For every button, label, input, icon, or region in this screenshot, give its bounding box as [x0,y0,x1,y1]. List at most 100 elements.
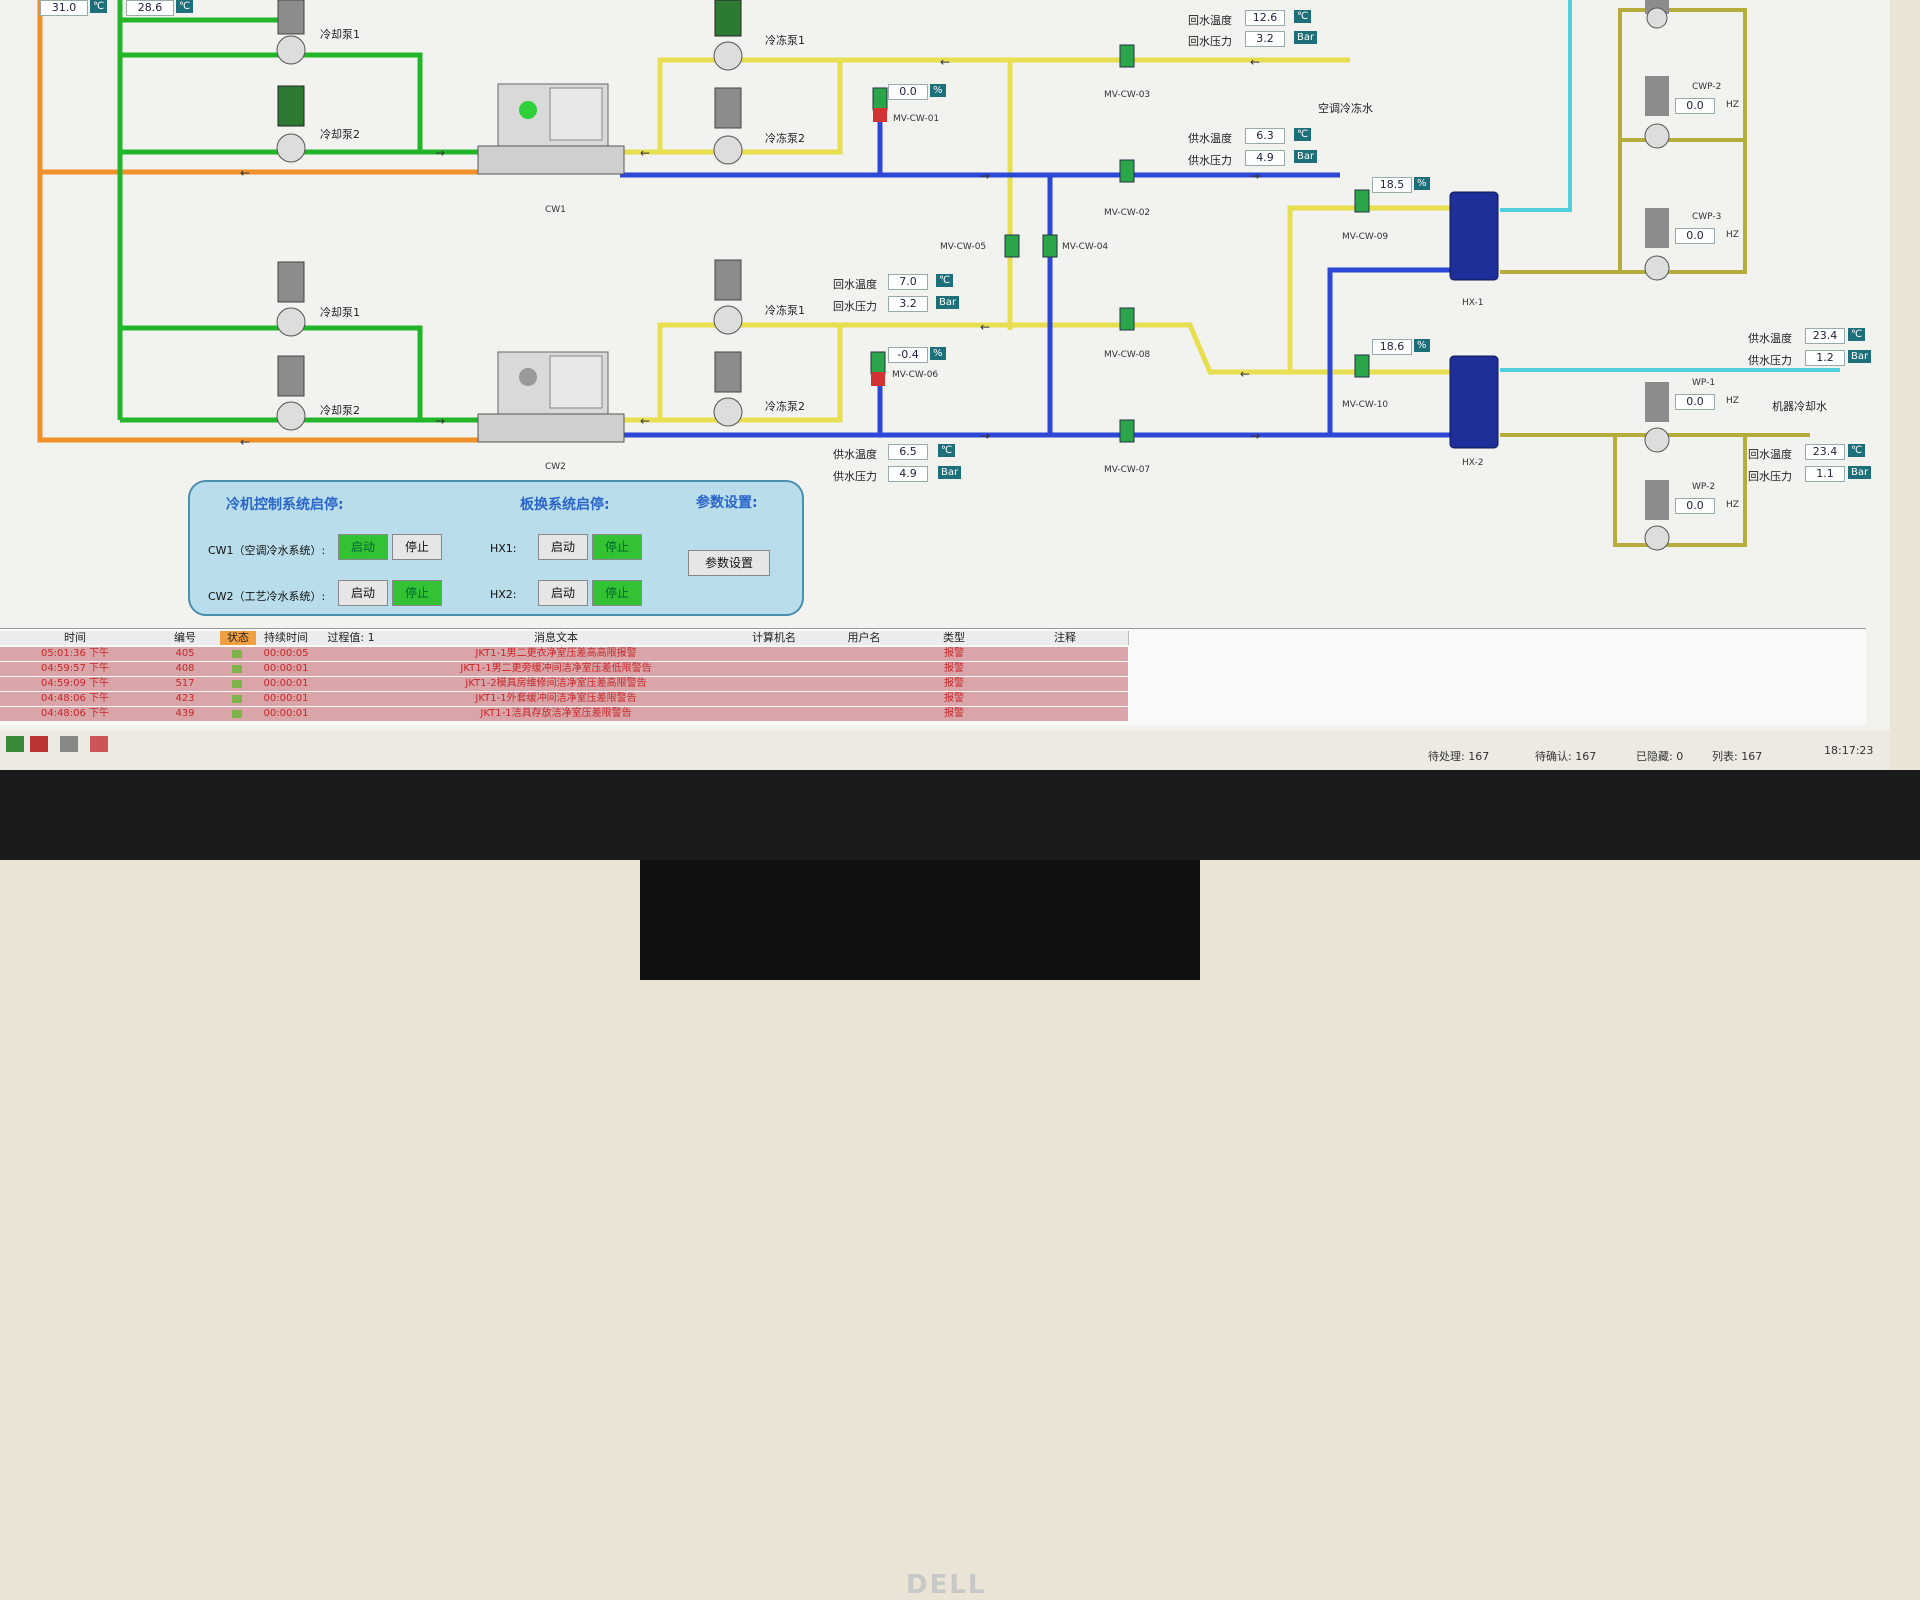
alarm-cell-text: JKT1-2模具房维修间洁净室压差高限警告 [465,678,647,689]
unit-bar: Bar [938,466,962,479]
supply-temp-label: 供水温度 [1188,132,1232,145]
pump-label: CWP-2 [1692,82,1722,92]
cw2-start-button[interactable]: 启动 [338,580,388,606]
alarm-cell-type: 报警 [944,678,964,689]
svg-text:←: ← [940,55,950,69]
col-header[interactable]: 计算机名 [726,631,823,645]
hidden-count: 已隐藏: 0 [1636,750,1684,763]
cwp2-freq: 0.0 [1675,98,1715,114]
hx1-stop-button[interactable]: 停止 [592,534,642,560]
svg-text:←: ← [980,320,990,334]
params-button[interactable]: 参数设置 [688,550,770,576]
toolbar-icon[interactable] [6,736,24,752]
unit-bar: Bar [936,296,960,309]
svg-text:←: ← [640,414,650,428]
supply-press-value: 1.2 [1805,350,1845,366]
yellow-lines [620,57,1450,423]
flow-arrows: ←← ←← ←← →→ →→ →→ ←← [240,55,1260,449]
pump-label: 冷却泵1 [320,28,360,41]
alarm-cell-type: 报警 [944,648,964,659]
scada-screen: ←← ←← ←← →→ →→ →→ ←← [0,0,1890,770]
temp-readout-1: 31.0 [40,0,88,16]
status-icon [232,710,242,718]
chiller-control-title: 冷机控制系统启停: [226,497,344,513]
alarm-cell-time: 04:48:06 下午 [40,708,110,719]
col-header[interactable]: 消息文本 [386,631,727,645]
pump-label: 冷却泵2 [320,128,360,141]
return-press-value: 3.2 [888,296,928,312]
pump-icon[interactable] [713,0,743,71]
svg-text:→: → [1250,169,1260,183]
unit-celsius: ℃ [1848,444,1866,457]
valve-label: MV-CW-06 [892,370,939,380]
cw2-stop-button[interactable]: 停止 [392,580,442,606]
alarm-cell-text: JKT1-1洁具存放洁净室压差限警告 [480,708,632,719]
heat-exchanger-icon[interactable] [1449,355,1499,449]
supply-press-label: 供水压力 [833,470,877,483]
hx2-start-button[interactable]: 启动 [538,580,588,606]
return-temp-label: 回水温度 [833,278,877,291]
unit-celsius: ℃ [176,0,194,13]
green-lines [117,0,480,423]
chiller-icon[interactable] [477,351,625,443]
alarm-cell-time: 04:59:09 下午 [40,678,110,689]
hx-label: HX-1 [1462,298,1484,308]
cw1-stop-button[interactable]: 停止 [392,534,442,560]
chiller-icon[interactable] [477,83,625,175]
return-press-label: 回水压力 [833,300,877,313]
pump-icon[interactable] [276,85,306,163]
valve-icon [870,44,1370,443]
pump-icon[interactable] [713,259,743,335]
toolbar-icon[interactable] [30,736,48,752]
alarm-cell-text: JKT1-1外套缓冲间洁净室压差限警告 [475,693,637,704]
unit-celsius: ℃ [90,0,108,13]
cyan-lines [1500,0,1840,372]
toolbar-icon[interactable] [60,736,78,752]
brand-logo: DELL [906,1570,987,1600]
pump-icon[interactable] [713,351,743,427]
pending-count: 待处理: 167 [1428,750,1490,763]
col-header[interactable]: 持续时间 [256,631,317,645]
svg-text:←: ← [240,166,250,180]
col-header[interactable]: 状态 [220,631,257,645]
col-header[interactable]: 过程值: 1 [316,631,387,645]
col-header[interactable]: 用户名 [822,631,907,645]
orange-loop [37,0,480,443]
unit-percent: % [1414,177,1430,190]
col-header[interactable]: 时间 [0,631,151,645]
pump-icon [1644,480,1670,551]
col-header[interactable]: 编号 [150,631,221,645]
pump-icon[interactable] [276,355,306,431]
supply-press-label: 供水压力 [1188,154,1232,167]
valve-label: MV-CW-05 [940,242,987,252]
pump-icon [1644,76,1670,149]
cw1-start-button[interactable]: 启动 [338,534,388,560]
return-press-label: 回水压力 [1748,470,1792,483]
pump-label: WP-1 [1692,378,1716,388]
hx1-label: HX1: [490,542,517,555]
supply-press-label: 供水压力 [1748,354,1792,367]
pump-icon[interactable] [713,87,743,165]
hx2-stop-button[interactable]: 停止 [592,580,642,606]
alarm-cell-type: 报警 [944,693,964,704]
pump-icon[interactable] [276,261,306,337]
loop-label: 空调冷冻水 [1318,102,1373,115]
col-header[interactable]: 类型 [906,631,1003,645]
process-diagram: ←← ←← ←← →→ →→ →→ ←← [37,0,1840,551]
col-header[interactable]: 注释 [1002,631,1129,645]
control-panel: 冷机控制系统启停: 板换系统启停: 参数设置: CW1（空调冷水系统）: 启动 … [188,480,804,616]
valve-label: MV-CW-02 [1104,208,1151,218]
heat-exchanger-icon[interactable] [1449,191,1499,281]
hx1-start-button[interactable]: 启动 [538,534,588,560]
pump-label: 冷冻泵2 [765,132,805,145]
list-count: 列表: 167 [1712,750,1763,763]
pump-icon[interactable] [276,0,306,65]
toolbar-icon[interactable] [90,736,108,752]
valve-label: MV-CW-09 [1342,232,1389,242]
valve-label: MV-CW-04 [1062,242,1109,252]
